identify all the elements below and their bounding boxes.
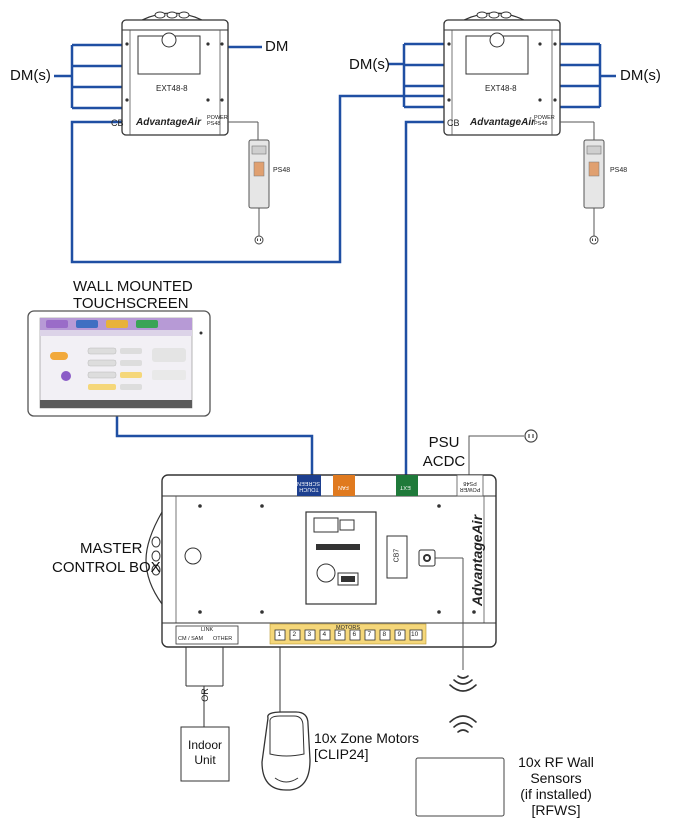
motor-number-9: 9 bbox=[397, 631, 402, 638]
master-label-line2: CONTROL BOX bbox=[52, 559, 161, 576]
motor-number-7: 7 bbox=[367, 631, 372, 638]
rf-sensors-line4: [RFWS] bbox=[531, 802, 581, 818]
power-plug-icon bbox=[524, 429, 538, 443]
motor-number-2: 2 bbox=[292, 631, 297, 638]
rf-sensors-line1: 10x RF Wall bbox=[518, 754, 594, 770]
wall-mounted-title-line2: TOUCHSCREEN bbox=[73, 295, 189, 312]
dm-s-right-label: DM(s) bbox=[620, 67, 661, 84]
motor-number-8: 8 bbox=[382, 631, 387, 638]
power-plug-icon bbox=[589, 235, 599, 245]
dm-top-label: DM bbox=[265, 38, 289, 55]
motor-number-5: 5 bbox=[337, 631, 342, 638]
wireless-signal-icon bbox=[449, 715, 477, 733]
cb-left-label: CB bbox=[111, 118, 124, 128]
dm-s-left-label: DM(s) bbox=[10, 67, 51, 84]
indoor-unit-line2: Unit bbox=[194, 753, 216, 767]
zone-motors-line2: [CLIP24] bbox=[314, 746, 369, 762]
link-label: LINK bbox=[201, 627, 214, 633]
port-ext-label: EXT bbox=[400, 484, 411, 490]
link-to-indoor-unit bbox=[180, 647, 230, 782]
ps48-left-label: PS48 bbox=[273, 167, 291, 174]
brand-logo-master: AdvantageAir bbox=[469, 514, 485, 606]
rf-sensors-line3: (if installed) bbox=[520, 786, 592, 802]
motor-number-3: 3 bbox=[307, 631, 312, 638]
cb-right-label: CB bbox=[447, 118, 460, 128]
motor-number-10: 10 bbox=[411, 631, 419, 638]
brand-logo-left: AdvantageAir bbox=[136, 117, 202, 128]
zone-motor bbox=[261, 647, 311, 791]
psu-cable bbox=[468, 435, 524, 475]
port-touchscreen-label: TOUCH SCREEN bbox=[297, 480, 320, 492]
power-port-left-label: POWER PS48 bbox=[207, 115, 228, 127]
wall-mounted-title-line1: WALL MOUNTED bbox=[73, 278, 193, 295]
camera-icon bbox=[418, 549, 436, 567]
or-label: OR bbox=[199, 688, 210, 702]
psu-label-line1: PSU bbox=[428, 434, 460, 451]
ext48-8-left-module bbox=[121, 11, 229, 136]
cables bbox=[54, 42, 616, 475]
cm-sam-label: CM / SAM bbox=[178, 636, 204, 642]
other-label: OTHER bbox=[213, 636, 233, 642]
motor-number-4: 4 bbox=[322, 631, 327, 638]
port-fan-label: FAN bbox=[338, 484, 349, 490]
ps48-right-power-supply bbox=[560, 121, 605, 236]
psu-label-line2: ACDC bbox=[422, 453, 466, 470]
wall-touchscreen-tablet bbox=[27, 310, 211, 417]
cb7-label: CB7 bbox=[393, 548, 401, 563]
power-port-right-label: POWER PS48 bbox=[534, 115, 555, 127]
ext48-8-right-module bbox=[443, 11, 561, 136]
motors-label: MOTORS bbox=[336, 625, 361, 631]
motor-pins bbox=[274, 629, 423, 641]
ps48-right-label: PS48 bbox=[610, 167, 628, 174]
wireless-signal-icon bbox=[449, 675, 477, 692]
dm-s-mid-label: DM(s) bbox=[349, 56, 390, 73]
ext48-8-left-label: EXT48-8 bbox=[156, 84, 188, 93]
motor-number-1: 1 bbox=[277, 631, 282, 638]
power-plug-icon bbox=[254, 235, 264, 245]
ps48-left-power-supply bbox=[228, 121, 270, 236]
brand-logo-right: AdvantageAir bbox=[470, 117, 536, 128]
indoor-unit-line1: Indoor bbox=[187, 738, 223, 752]
rf-wall-sensor bbox=[415, 757, 505, 817]
rf-sensors-line2: Sensors bbox=[530, 770, 582, 786]
ext48-8-right-label: EXT48-8 bbox=[485, 84, 517, 93]
master-label-line1: MASTER bbox=[80, 540, 143, 557]
zone-motors-line1: 10x Zone Motors bbox=[314, 730, 420, 746]
port-power-label: POWER PS48 bbox=[459, 480, 481, 492]
motor-number-6: 6 bbox=[352, 631, 357, 638]
